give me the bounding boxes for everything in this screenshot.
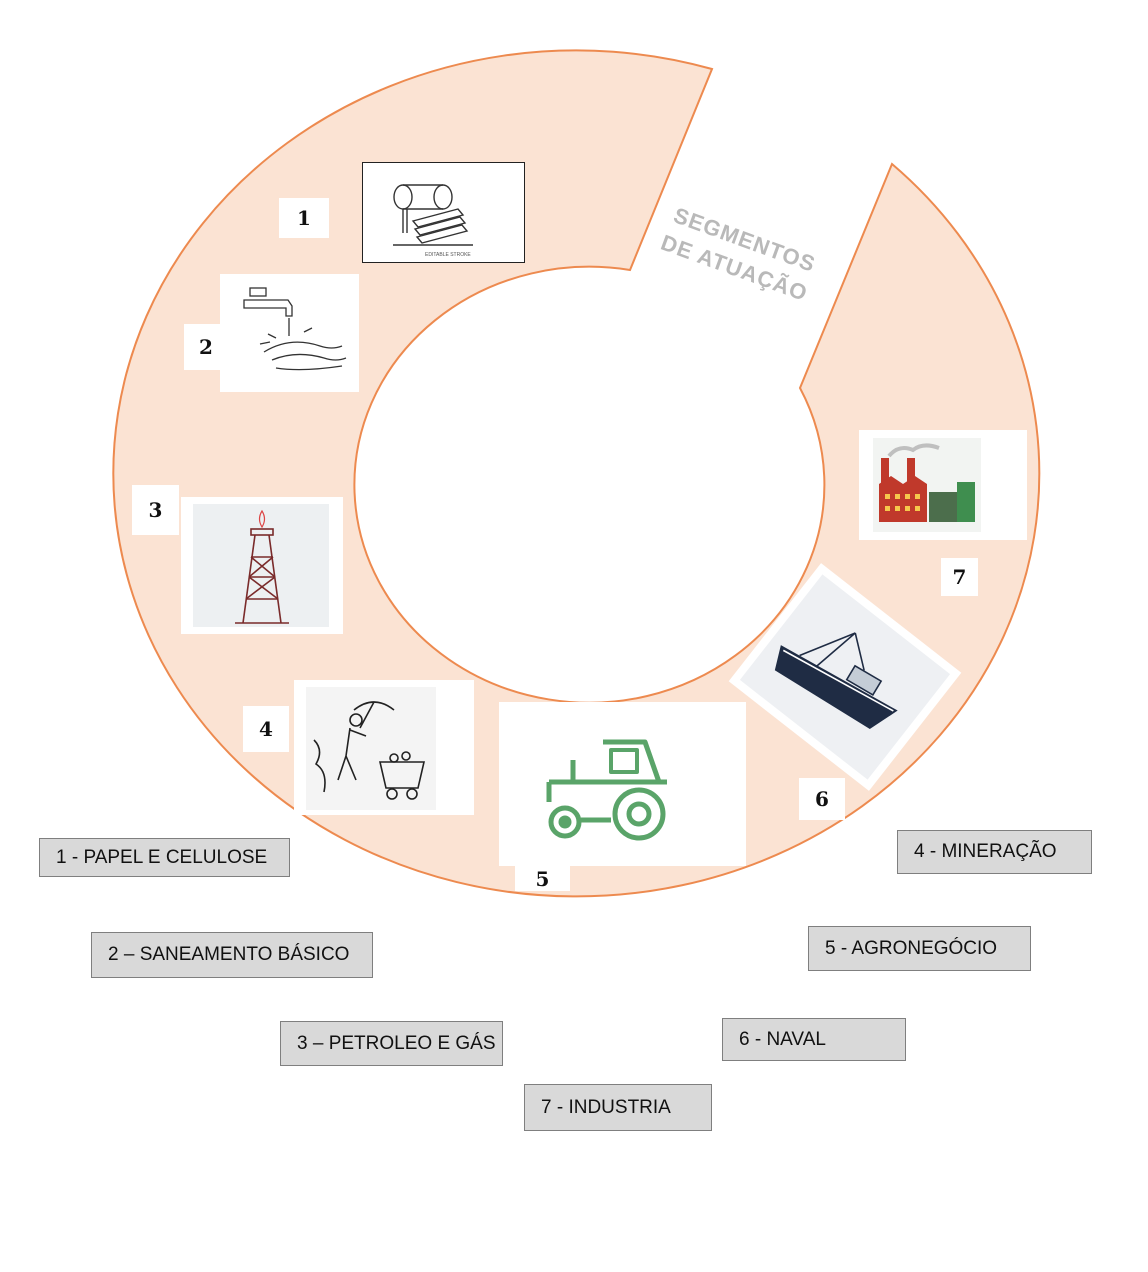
sanitation-card (220, 274, 359, 392)
marker-6: 6 (799, 778, 845, 820)
paper-card: EDITABLE STROKE (362, 162, 525, 263)
ring-title: SEGMENTOS DE ATUAÇÃO (658, 202, 819, 306)
legend-item-sanitation: 2 – SANEAMENTO BÁSICO (91, 932, 373, 978)
legend-item-industry: 7 - INDUSTRIA (524, 1084, 712, 1131)
fishing-ship-icon (739, 574, 951, 780)
marker-2: 2 (184, 324, 228, 370)
marker-7: 7 (941, 558, 978, 596)
legend-item-agro: 5 - AGRONEGÓCIO (808, 926, 1031, 971)
marker-5: 5 (515, 863, 570, 891)
oil-card (181, 497, 343, 634)
industry-card (859, 430, 1027, 540)
legend-item-oil-gas: 3 – PETROLEO E GÁS (280, 1021, 503, 1066)
paper-icon-caption: EDITABLE STROKE (425, 252, 471, 258)
legend-item-naval: 6 - NAVAL (722, 1018, 906, 1061)
marker-1: 1 (279, 198, 329, 238)
factory-icon (873, 438, 981, 532)
mining-card (294, 680, 474, 815)
faucet-hands-icon (243, 287, 347, 371)
tractor-icon (546, 739, 667, 841)
oil-derrick-icon (193, 504, 329, 627)
legend-item-paper: 1 - PAPEL E CELULOSE (39, 838, 290, 877)
miner-cart-icon (306, 687, 436, 810)
marker-4: 4 (243, 706, 289, 752)
naval-card (728, 563, 962, 791)
agro-card (499, 702, 746, 866)
paper-roll-machine-icon: EDITABLE STROKE (393, 184, 473, 258)
legend-item-mining: 4 - MINERAÇÃO (897, 830, 1092, 874)
marker-3: 3 (132, 485, 179, 535)
